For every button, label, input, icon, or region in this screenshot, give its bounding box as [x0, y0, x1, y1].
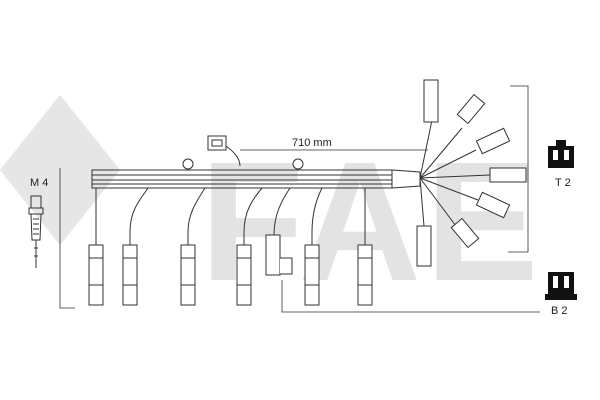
lead-length-label: 710 mm — [292, 137, 332, 149]
sensor-connector-icon — [207, 135, 241, 167]
lead-5 — [304, 187, 323, 306]
lead-3 — [180, 187, 206, 306]
coil-connector-b2-icon — [545, 272, 577, 300]
coil-connector-top-label: T 2 — [555, 177, 571, 189]
lead-elbow-connector — [265, 187, 293, 276]
spark-plug-leads — [88, 187, 373, 306]
coil-lead-fan — [416, 79, 527, 267]
coil-connector-t2-icon — [548, 140, 574, 168]
lead-4 — [236, 187, 263, 306]
lead-1 — [88, 188, 104, 306]
wire-loom — [91, 158, 421, 189]
coil-connector-bottom-label: B 2 — [551, 305, 568, 317]
spark-plug-type-label: M 4 — [30, 177, 48, 189]
lead-6 — [357, 188, 373, 306]
spark-plug-icon — [28, 195, 44, 268]
right-bracket — [508, 85, 529, 253]
left-bracket — [59, 168, 75, 309]
bottom-bracket — [281, 280, 540, 313]
lead-2 — [122, 187, 149, 306]
